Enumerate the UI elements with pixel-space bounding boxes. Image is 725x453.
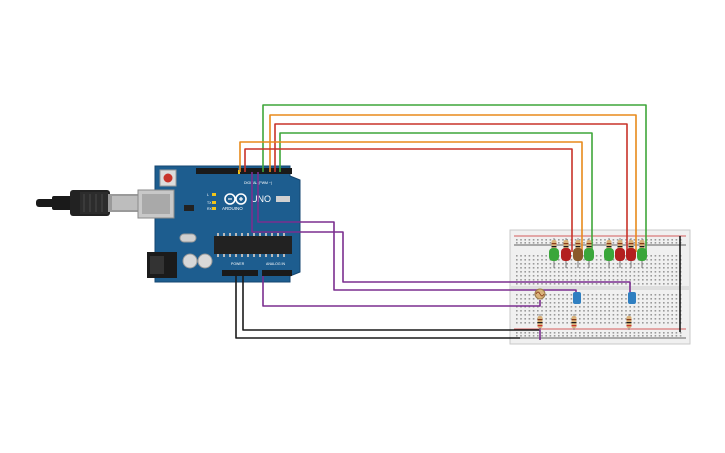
wire-black-2[interactable] (242, 276, 540, 331)
wire-orange-top[interactable] (269, 114, 637, 252)
analog-header-label: ANALOG IN (266, 262, 286, 266)
led-label-l: L (207, 193, 209, 197)
wire-orange-mid[interactable] (239, 141, 583, 252)
usb-cable[interactable] (36, 190, 140, 216)
wire-red-mid[interactable] (244, 148, 573, 252)
wire-green-top[interactable] (262, 104, 647, 252)
wire-purple-1[interactable] (251, 172, 631, 292)
led[interactable] (604, 248, 614, 261)
led[interactable] (549, 248, 559, 261)
wire-red-top[interactable] (274, 123, 628, 252)
wire-purple-2[interactable] (257, 172, 577, 296)
breadboard-components (534, 238, 647, 330)
arduino-logo-icon (224, 193, 247, 205)
led[interactable] (573, 248, 583, 261)
push-button[interactable] (573, 292, 581, 304)
led[interactable] (584, 248, 594, 261)
brand-text: ARDUINO (222, 206, 243, 211)
reset-button[interactable] (163, 173, 173, 183)
wire-purple-3[interactable] (262, 276, 541, 307)
led-label-tx: TX (207, 201, 212, 205)
push-button[interactable] (628, 292, 636, 304)
wire-green-mid[interactable] (279, 132, 593, 252)
led[interactable] (626, 248, 636, 261)
breadboard[interactable] (509, 229, 691, 345)
led[interactable] (561, 248, 571, 261)
arduino-uno-board[interactable]: ARDUINO UNO DIGITAL (PWM ~) POWER ANALOG… (137, 165, 301, 283)
led[interactable] (615, 248, 625, 261)
power-header-label: POWER (231, 262, 245, 266)
led-label-rx: RX (207, 207, 213, 211)
led[interactable] (637, 248, 647, 261)
model-text: UNO (251, 194, 271, 204)
wire-black-1[interactable] (235, 276, 520, 339)
